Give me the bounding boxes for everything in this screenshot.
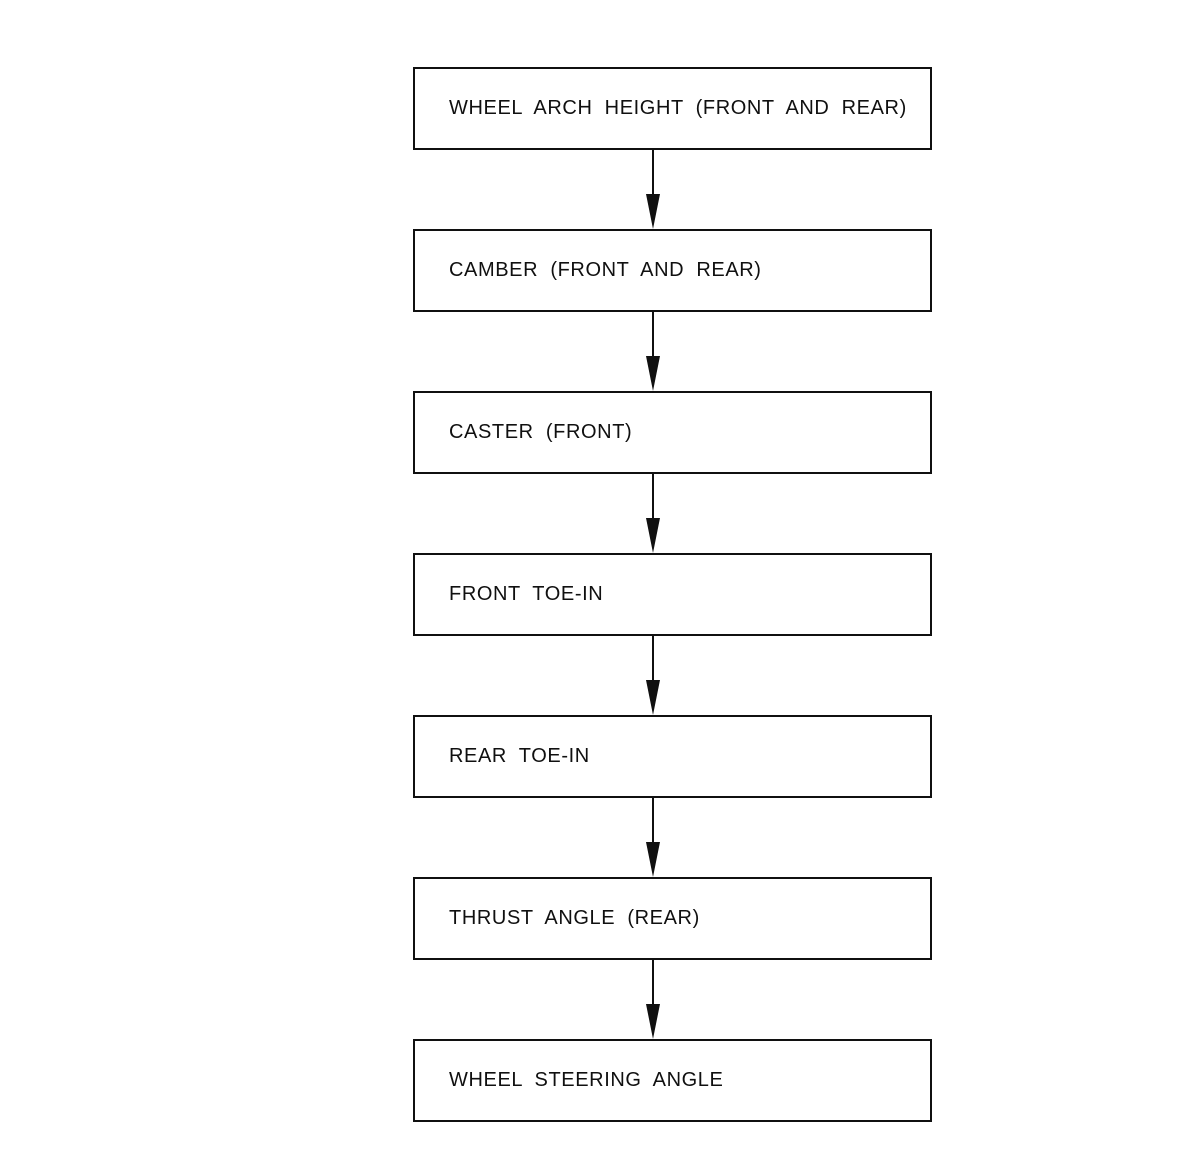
flow-node-label: WHEEL STEERING ANGLE: [449, 1069, 724, 1091]
flow-node-rear-toe-in: REAR TOE-IN: [413, 715, 932, 798]
flow-node-label: THRUST ANGLE (REAR): [449, 907, 700, 929]
arrow-down-icon: [646, 798, 660, 877]
flow-node-thrust-angle: THRUST ANGLE (REAR): [413, 877, 932, 960]
flow-connector: [413, 636, 932, 715]
arrow-down-icon: [646, 636, 660, 715]
flow-connector: [413, 150, 932, 229]
flow-node-caster: CASTER (FRONT): [413, 391, 932, 474]
flow-connector: [413, 312, 932, 391]
flow-node-wheel-arch-height: WHEEL ARCH HEIGHT (FRONT AND REAR): [413, 67, 932, 150]
flowchart: WHEEL ARCH HEIGHT (FRONT AND REAR) CAMBE…: [413, 67, 932, 1122]
flow-node-label: FRONT TOE-IN: [449, 583, 604, 605]
flow-node-camber: CAMBER (FRONT AND REAR): [413, 229, 932, 312]
flow-node-label: CAMBER (FRONT AND REAR): [449, 259, 762, 281]
arrow-down-icon: [646, 474, 660, 553]
flow-node-front-toe-in: FRONT TOE-IN: [413, 553, 932, 636]
flow-connector: [413, 474, 932, 553]
flow-node-label: WHEEL ARCH HEIGHT (FRONT AND REAR): [449, 97, 907, 119]
flow-node-label: CASTER (FRONT): [449, 421, 633, 443]
flow-node-label: REAR TOE-IN: [449, 745, 590, 767]
flow-connector: [413, 798, 932, 877]
flow-node-wheel-steering-angle: WHEEL STEERING ANGLE: [413, 1039, 932, 1122]
arrow-down-icon: [646, 960, 660, 1039]
flow-connector: [413, 960, 932, 1039]
arrow-down-icon: [646, 150, 660, 229]
arrow-down-icon: [646, 312, 660, 391]
